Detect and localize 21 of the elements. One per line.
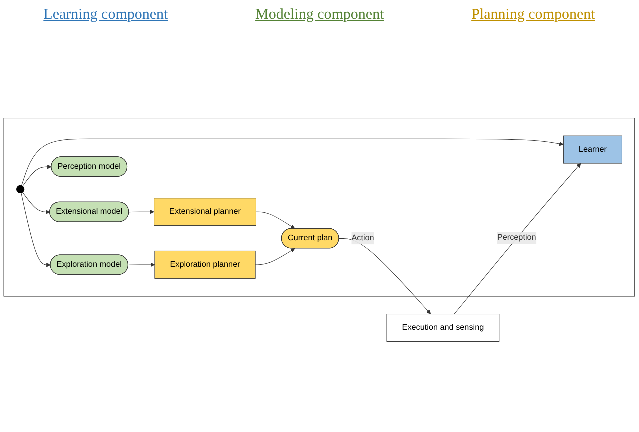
arrow [454, 163, 582, 315]
component-heading: Modeling component [256, 6, 384, 24]
arrow [21, 192, 51, 268]
component-heading: Planning component [472, 6, 596, 24]
node-box: Extensional planner [154, 198, 256, 226]
arrow [22, 138, 564, 186]
node-box: Learner [563, 136, 622, 164]
arrow [256, 212, 296, 230]
node-box: Execution and sensing [386, 314, 500, 342]
edge-label: Action [352, 234, 374, 243]
node-box: Exploration planner [154, 250, 256, 279]
cluster [4, 118, 636, 297]
arrow [339, 238, 432, 314]
arrow [128, 210, 154, 214]
arrow [22, 192, 50, 214]
arrow [22, 164, 52, 187]
node-circle [16, 185, 25, 194]
component-heading: Learning component [44, 6, 168, 24]
arrow [255, 248, 296, 266]
edge-label: Perception [497, 234, 536, 242]
arrow [128, 262, 156, 268]
